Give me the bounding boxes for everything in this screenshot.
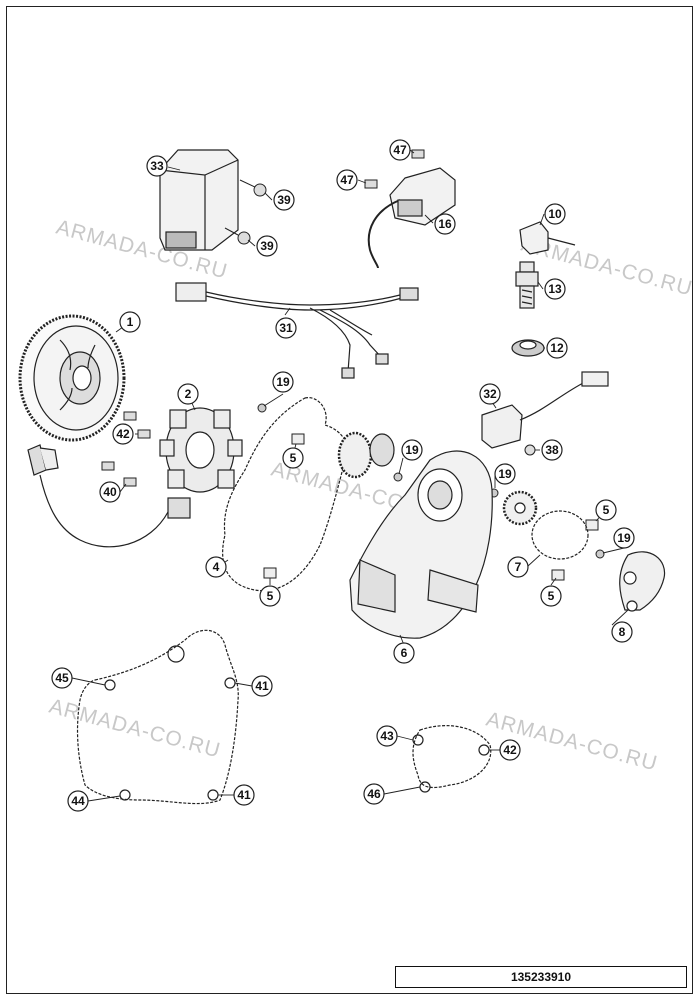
callout-label: 47	[340, 173, 354, 187]
callout-label: 39	[277, 193, 291, 207]
screw-part	[101, 411, 151, 487]
callout-label: 43	[380, 729, 394, 743]
stator-part	[159, 407, 243, 519]
flywheel-part	[18, 314, 126, 442]
callout-label: 5	[603, 503, 610, 517]
callout-label: 39	[260, 239, 274, 253]
voltage-regulator-part	[481, 371, 609, 449]
callout-label: 19	[498, 467, 512, 481]
callout-label: 31	[279, 321, 293, 335]
callout-label: 4	[213, 560, 220, 574]
screw-part	[224, 179, 267, 245]
callout-label: 45	[55, 671, 69, 685]
callout-label: 19	[405, 443, 419, 457]
callout-label: 5	[290, 451, 297, 465]
stator-cable-part	[27, 444, 169, 548]
callout-label: 41	[237, 788, 251, 802]
callout-label: 42	[116, 427, 130, 441]
callout-label: 46	[367, 787, 381, 801]
ignition-control-unit-part	[159, 149, 239, 251]
callout-label: 12	[550, 341, 564, 355]
callout-label: 33	[150, 159, 164, 173]
diagram-frame	[6, 6, 693, 994]
small-cover-part	[619, 551, 666, 612]
ignition-coil-part	[367, 167, 456, 269]
callout-label: 40	[103, 485, 117, 499]
screw-part	[524, 444, 536, 456]
wiring-harness-part	[175, 282, 419, 379]
callout-label: 8	[619, 625, 626, 639]
callout-label: 41	[255, 679, 269, 693]
callout-label: 16	[438, 217, 452, 231]
screw-part	[364, 149, 425, 189]
gasket-part	[531, 510, 589, 560]
callout-label: 5	[267, 589, 274, 603]
callout-label: 5	[548, 589, 555, 603]
callout-label: 19	[276, 375, 290, 389]
washer-part	[257, 403, 605, 559]
callout-circles	[51, 139, 635, 812]
callout-label: 6	[401, 646, 408, 660]
small-gasket-part	[412, 725, 492, 793]
document-number: 135233910	[395, 966, 687, 988]
dowel-part	[263, 433, 599, 581]
callout-label: 44	[71, 794, 85, 808]
callout-label: 19	[617, 531, 631, 545]
callout-label: 38	[545, 443, 559, 457]
callout-label: 42	[503, 743, 517, 757]
watermark-text: ARMADA-CO.RU	[47, 695, 223, 763]
callout-label: 1	[127, 315, 134, 329]
ignition-cover-part	[349, 450, 493, 639]
callout-label: 32	[483, 387, 497, 401]
spark-plug-cap-part	[519, 221, 576, 255]
gear-part	[337, 431, 538, 526]
spark-plug-part	[515, 261, 539, 309]
gasket-part	[222, 397, 348, 592]
callout-label: 10	[548, 207, 562, 221]
callout-label: 47	[393, 143, 407, 157]
seal-ring-part	[511, 339, 545, 357]
callout-label: 7	[515, 560, 522, 574]
callout-label: 2	[185, 387, 192, 401]
callout-label: 13	[548, 282, 562, 296]
